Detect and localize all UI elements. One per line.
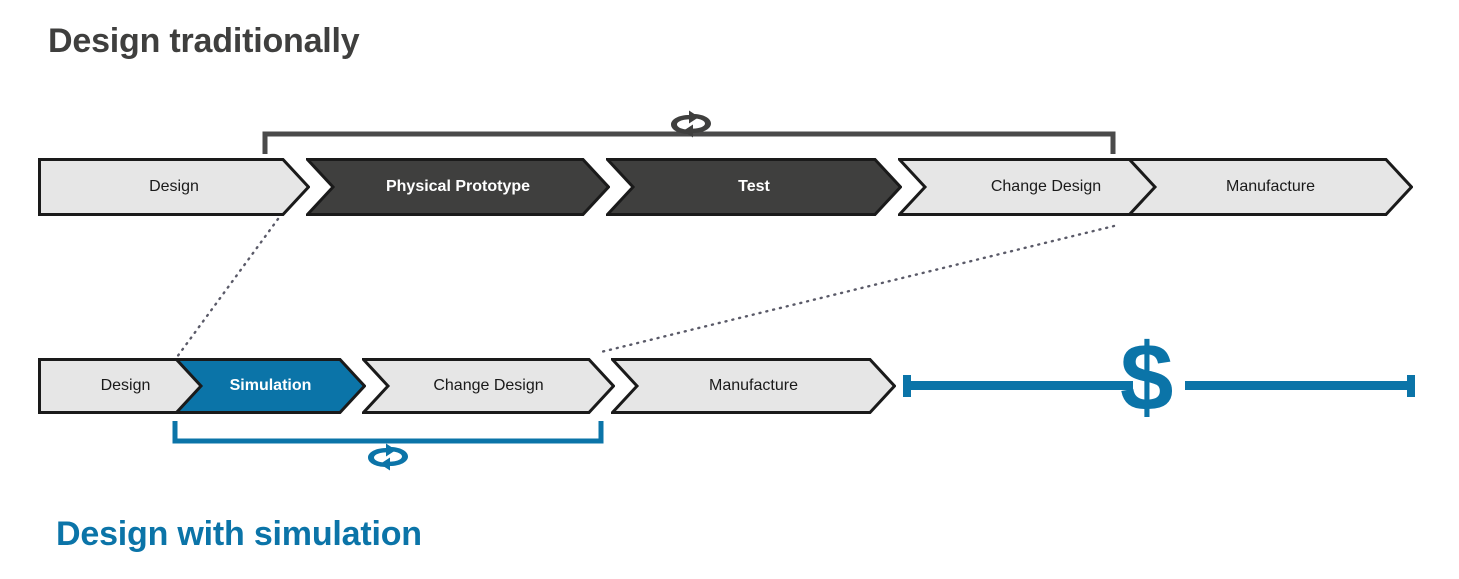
flow-step-test[interactable]: Test: [606, 158, 902, 216]
connector-change-design-to-manufacture: [599, 224, 1116, 354]
loop-arrows-icon: [661, 110, 721, 138]
cost-savings-bar-icon: [903, 360, 1415, 412]
flow-step-manufacture-simulation[interactable]: Manufacture: [611, 358, 896, 414]
flow-step-design-traditional[interactable]: Design: [38, 158, 310, 216]
page-title-simulation: Design with simulation: [56, 515, 422, 553]
simulation-flow-chain: Design Simulation Change Design Manufact…: [38, 358, 896, 414]
flow-step-physical-prototype[interactable]: Physical Prototype: [306, 158, 610, 216]
dollar-sign-label: $: [1120, 324, 1174, 431]
simulation-loop-bracket: [172, 421, 604, 445]
flow-step-simulation[interactable]: Simulation: [175, 358, 366, 414]
page-title-traditional: Design traditionally: [48, 22, 360, 60]
loop-arrows-icon: [358, 443, 418, 471]
connector-prototype-to-simulation: [175, 217, 280, 359]
flow-step-manufacture-traditional[interactable]: Manufacture: [1128, 158, 1413, 216]
flow-step-change-design-simulation[interactable]: Change Design: [362, 358, 615, 414]
traditional-flow-chain: Design Physical Prototype Test Change De…: [38, 158, 1413, 216]
